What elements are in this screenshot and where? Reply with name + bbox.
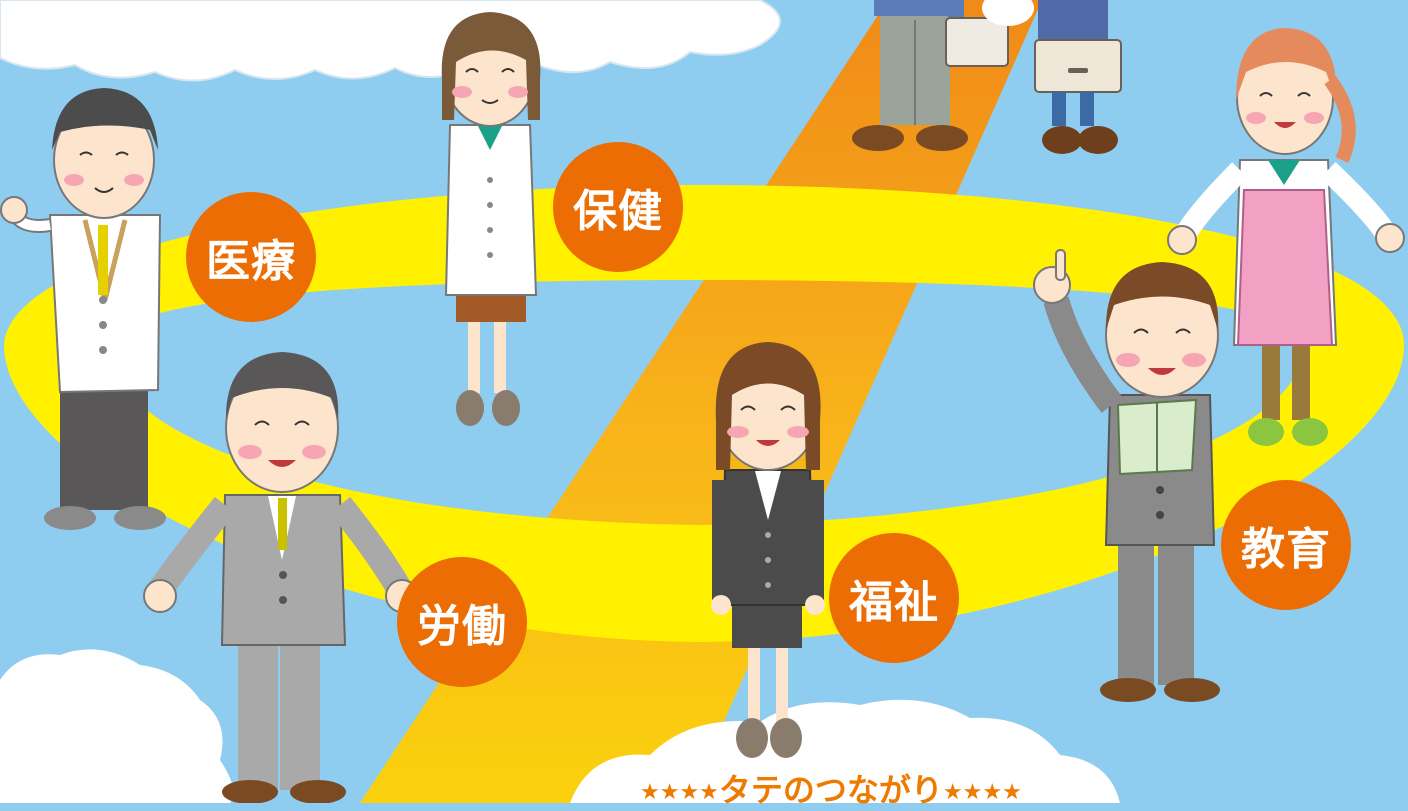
student-top-figure bbox=[982, 0, 1122, 154]
badge-iryo-label: 医療 bbox=[206, 236, 296, 287]
doctor-figure bbox=[0, 88, 166, 530]
bottom-left-cloud bbox=[0, 649, 234, 803]
horizontal-ring-back bbox=[4, 185, 1404, 345]
childcare-worker-figure bbox=[1167, 28, 1405, 446]
badge-iryo: 医療 bbox=[186, 192, 316, 322]
badge-kyoiku: 教育 bbox=[1221, 480, 1351, 610]
bottom-center-cloud bbox=[570, 699, 1120, 803]
badge-kyoiku-label: 教育 bbox=[1241, 524, 1331, 575]
businessman-top-figure bbox=[852, 0, 1009, 151]
badge-rodo-label: 労働 bbox=[417, 601, 507, 652]
top-left-cloud bbox=[0, 0, 781, 82]
caption-text: タテのつながり bbox=[718, 771, 943, 809]
badge-rodo: 労働 bbox=[397, 557, 527, 687]
vertical-connection-caption: ★★★★タテのつながり★★★★ bbox=[640, 765, 1022, 811]
labor-worker-figure bbox=[143, 352, 419, 803]
badge-hoken: 保健 bbox=[553, 142, 683, 272]
caption-stars-right: ★★★★ bbox=[942, 780, 1022, 805]
horizontal-ring-front bbox=[4, 345, 1404, 642]
caption-stars-left: ★★★★ bbox=[640, 780, 719, 805]
welfare-worker-figure bbox=[711, 342, 825, 758]
health-worker-figure bbox=[441, 12, 541, 426]
badge-hoken-label: 保健 bbox=[573, 186, 663, 237]
badge-fukushi-label: 福祉 bbox=[849, 577, 939, 628]
badge-fukushi: 福祉 bbox=[829, 533, 959, 663]
education-worker-figure bbox=[1033, 249, 1220, 702]
